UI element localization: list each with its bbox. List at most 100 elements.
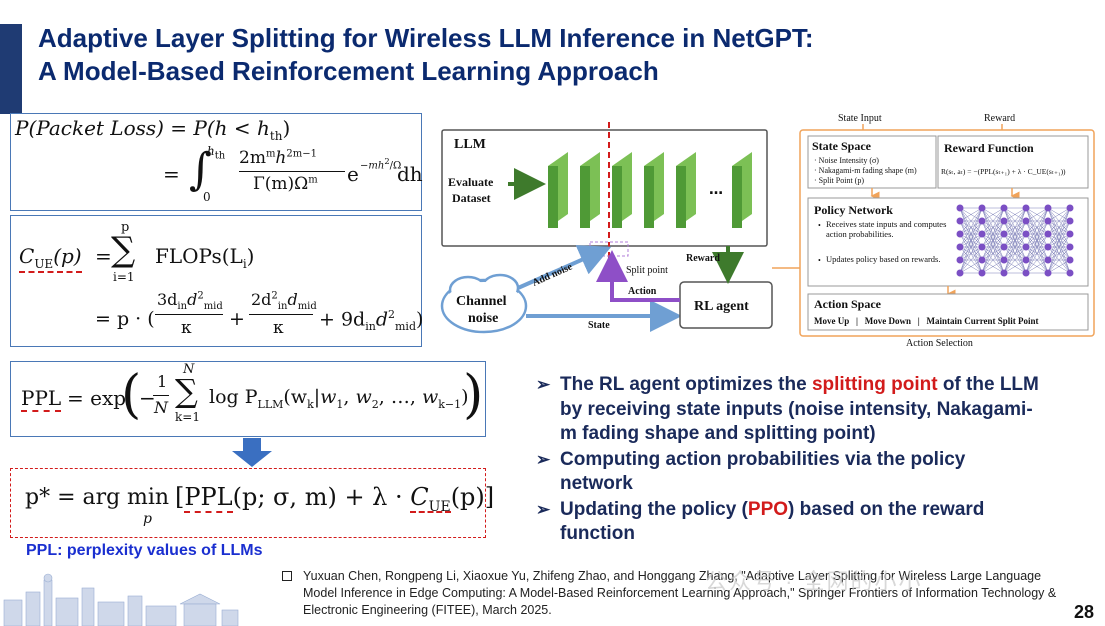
ppl-exp: = exp: [67, 386, 127, 410]
exp-power: −mh2/Ω: [360, 156, 402, 172]
cue-sum-bottom: i=1: [113, 270, 135, 284]
cue-frac2-num: 2d2indmid: [251, 290, 317, 313]
nn-node: [978, 217, 986, 225]
nn-node: [1044, 230, 1052, 238]
nn-node: [956, 256, 964, 264]
ppl-lhs: PPL: [21, 386, 62, 412]
nn-node: [1066, 230, 1074, 238]
policy-bullet-dot-1: •: [818, 221, 821, 230]
channel-noise-line1: Channel: [456, 294, 507, 309]
action-space-title: Action Space: [814, 297, 882, 311]
evaluate-dataset-line1: Evaluate: [448, 175, 494, 189]
llm-layer-3: [612, 152, 632, 228]
policy-bullet-dot-2: •: [818, 256, 821, 265]
nn-node: [1044, 204, 1052, 212]
nn-node: [956, 230, 964, 238]
state-space-item-2: · Nakagami-m fading shape (m): [814, 166, 917, 175]
llm-layers: [548, 152, 752, 228]
neural-network-graphic: [959, 207, 1071, 274]
packet-loss-numerator: 2mmh2m−1: [239, 148, 317, 168]
llm-label: LLM: [454, 137, 486, 152]
policy-item-2: Updates policy based on rewards.: [826, 254, 941, 264]
nn-node: [956, 243, 964, 251]
nn-node: [1066, 269, 1074, 277]
bullet-3: ➢ Updating the policy (PPO) based on the…: [536, 498, 985, 545]
llm-layer-1: [548, 152, 568, 228]
action-arrow: [596, 250, 680, 302]
add-noise-label: Add noise: [531, 261, 575, 289]
cue-eq: =: [95, 244, 112, 268]
nn-node: [1066, 243, 1074, 251]
opt-lhs: p* = arg: [25, 485, 121, 510]
nn-node: [1022, 230, 1030, 238]
nn-node: [1066, 256, 1074, 264]
packet-loss-denominator: Γ(m)Ωm: [253, 174, 318, 194]
sum-sign: ∑: [111, 230, 136, 270]
nn-node: [1044, 269, 1052, 277]
cue-plus: +: [229, 308, 245, 330]
nn-node: [978, 256, 986, 264]
opt-min: min: [127, 485, 170, 510]
opt-min-sub: p: [143, 511, 152, 527]
reference-citation: Yuxuan Chen, Rongpeng Li, Xiaoxue Yu, Zh…: [303, 569, 1057, 617]
state-space-title: State Space: [812, 139, 872, 153]
arrow-bullet-icon: ➢: [536, 499, 551, 519]
nn-node: [978, 204, 986, 212]
opt-body: [PPL(p; σ, m) + λ · CUE(p)]: [175, 483, 495, 515]
reward-function-box: [937, 135, 1089, 189]
action-space-box: [807, 293, 1089, 331]
add-noise-arrow: [517, 245, 612, 290]
cue-frac1-num: 3dind2mid: [157, 290, 223, 313]
down-arrow-icon: [232, 438, 272, 467]
ppl-log-term: log PLLM(wk|w1, w2, …, wk−1): [209, 386, 469, 411]
nn-node: [1022, 243, 1030, 251]
llm-layer-4: [644, 152, 664, 228]
nn-node: [1000, 256, 1008, 264]
ppl-minus: −: [139, 386, 156, 410]
ppl-frac-den: N: [154, 398, 168, 417]
action-label: Action: [628, 286, 657, 297]
nn-node: [978, 269, 986, 277]
nn-node: [1000, 217, 1008, 225]
reward-top-label: Reward: [984, 113, 1015, 124]
reward-label: Reward: [686, 253, 720, 264]
cue-sum-top: p: [121, 220, 130, 235]
packet-loss-eq: =: [163, 162, 180, 186]
exp-e: e: [347, 162, 359, 186]
ppl-formula-box: PPL = exp ( − 1 N N ∑ k=1 log PLLM(wk|w1…: [10, 361, 486, 437]
state-space-item-3: · Split Point (p): [814, 176, 864, 185]
cue-tail: + 9dind2mid): [319, 308, 424, 334]
nn-node: [1066, 204, 1074, 212]
packet-loss-fraction-bar: [239, 171, 345, 172]
state-space-box: [807, 135, 937, 189]
llm-layer-5: [676, 152, 696, 228]
arrow-bullet-icon: ➢: [536, 375, 551, 394]
ppl-frac-bar: [153, 395, 169, 396]
optimization-formula-box: p* = arg min p [PPL(p; σ, m) + λ · CUE(p…: [10, 468, 494, 538]
rl-split-diagram: LLM Evaluate Dataset … Split point Chann…: [440, 113, 1095, 348]
title-accent-bar: [0, 24, 22, 114]
llm-layer-6: [732, 152, 752, 228]
ppl-sum-bottom: k=1: [175, 410, 200, 424]
arrow-bullet-icon: ➢: [536, 449, 551, 469]
nn-node: [1044, 256, 1052, 264]
slide-title-line2: A Model-Based Reinforcement Learning App…: [38, 56, 659, 86]
city-skyline-icon: [3, 573, 239, 626]
action-space-items: Move Up | Move Down | Maintain Current S…: [814, 316, 1039, 326]
integral-upper: hth: [207, 144, 226, 162]
ppl-right-paren: ): [463, 365, 484, 425]
integral-sign: ∫: [189, 144, 212, 195]
cue-lhs: CUE(p): [19, 244, 82, 273]
page-number: 28: [1074, 602, 1095, 622]
bullet-2: ➢ Computing action probabilities via the…: [536, 448, 966, 495]
packet-loss-formula-box: P(Packet Loss) = P(h < hth) = ∫ hth 0 2m…: [10, 113, 423, 211]
bullet-1: ➢ The RL agent optimizes the splitting p…: [536, 374, 1039, 444]
packet-loss-dh: dh: [397, 162, 423, 186]
nn-node: [1066, 217, 1074, 225]
nn-node: [978, 243, 986, 251]
state-label: State: [588, 320, 610, 331]
integral-lower: 0: [203, 190, 211, 204]
reward-function-formula: R(sₜ, aₜ) = −(PPL(sₜ₊₁) + λ · C_UE(sₜ₊₁)…: [941, 167, 1066, 176]
layers-ellipsis: …: [709, 182, 723, 198]
reference-bullet-icon: [282, 571, 292, 581]
